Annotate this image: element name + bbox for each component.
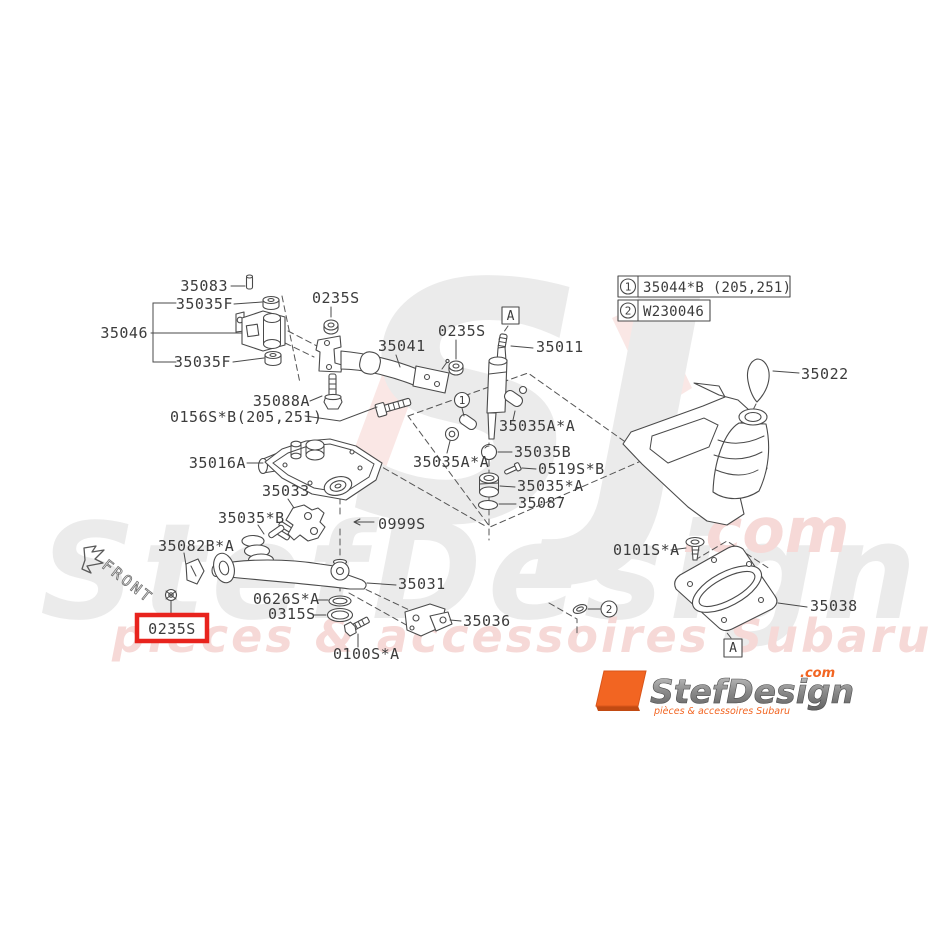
highlighted-part-label: 0235S xyxy=(148,620,196,638)
part-35046-bracket-drawing xyxy=(235,310,286,352)
part-label-35041: 35041 xyxy=(378,337,426,355)
part-label-35022: 35022 xyxy=(801,365,849,383)
part-label-0999s: 0999S xyxy=(378,515,426,533)
part-35035aa-right-bushing-drawing xyxy=(503,385,528,408)
circled-ref-2-number: 2 xyxy=(606,603,613,616)
part-label-35088a: 35088A xyxy=(253,392,310,410)
part-35083-pin-drawing xyxy=(245,274,254,290)
legend-row2-index: 2 xyxy=(625,305,632,318)
part-label-0235s-top: 0235S xyxy=(312,289,360,307)
part-label-35016a: 35016A xyxy=(189,454,246,472)
ref-a-bottom-letter: A xyxy=(729,641,737,656)
part-label-35038: 35038 xyxy=(810,597,858,615)
part-35011-lever-drawing xyxy=(486,333,508,440)
part-35082ba-bushing-drawing xyxy=(185,552,235,585)
part-label-35011: 35011 xyxy=(536,338,584,356)
part-label-35035f-bottom: 35035F xyxy=(174,353,231,371)
legend-row1-code: 35044*B (205,251) xyxy=(643,280,791,296)
part-0519sb-pin-drawing xyxy=(504,462,522,475)
logo-brand: StefDesign xyxy=(650,672,854,711)
front-arrow-icon xyxy=(81,545,105,574)
part-35022-knob-drawing xyxy=(746,358,770,403)
dash-bracket-to-rod xyxy=(284,330,318,358)
watermark-tagline: pièces & accessoires Subaru xyxy=(111,609,931,663)
stefdesign-logo: SJ StefDesign .com pièces & accessoires … xyxy=(532,666,855,717)
watermark-red-band2-icon xyxy=(612,300,692,410)
part-0101sa-screw-drawing xyxy=(685,536,705,561)
logo-icon-shadow xyxy=(596,706,640,711)
circled-ref-1-number: 1 xyxy=(459,394,466,407)
part-35035a-cup-drawing xyxy=(478,472,500,498)
part-label-0101sa: 0101S*A xyxy=(613,541,680,559)
leader-lines xyxy=(150,285,808,648)
legend-row1-index: 1 xyxy=(625,281,632,294)
part-0100sa-bolt-drawing xyxy=(343,616,370,637)
part-label-0100sa: 0100S*A xyxy=(333,645,400,663)
part-0235s-lower-nut-drawing xyxy=(164,588,178,602)
part-35036-bracket-drawing xyxy=(404,603,453,637)
part-label-35082ba: 35082B*A xyxy=(158,537,234,555)
part-label-35083: 35083 xyxy=(180,277,228,295)
part-label-0519sb: 0519S*B xyxy=(538,460,605,478)
part-label-35035aa-right: 35035A*A xyxy=(499,417,575,435)
highlighted-part-callout: 0235S xyxy=(134,612,210,644)
legend-table: 1 35044*B (205,251) 2 W230046 xyxy=(617,275,791,322)
logo-sj-icon xyxy=(595,670,647,707)
dash-ring-ref2 xyxy=(548,602,578,634)
part-label-35031: 35031 xyxy=(398,575,446,593)
part-35035f-top-bushing-drawing xyxy=(262,295,280,311)
part-35035aa-left-bushing-drawing xyxy=(444,413,478,442)
ref-a-top-letter: A xyxy=(507,309,515,324)
part-label-35035aa-left: 35035A*A xyxy=(413,453,489,471)
part-35016a-plate-drawing xyxy=(257,438,383,501)
part-0235s-top-nut-drawing xyxy=(323,319,339,335)
part-0626sa-washer-drawing xyxy=(328,595,352,607)
part-35087-seal-drawing xyxy=(477,499,499,511)
watermark-red-band-icon xyxy=(348,300,448,478)
part-35041-rod-drawing xyxy=(315,335,450,394)
part-labels: 35083 35035F 35046 35035F 0235S 35041 02… xyxy=(100,277,857,663)
legend-row2-code: W230046 xyxy=(643,304,704,320)
highlight-box xyxy=(134,612,210,644)
logo-monogram: SJ xyxy=(532,675,565,706)
part-label-0235s-mid: 0235S xyxy=(438,322,486,340)
part-label-35046: 35046 xyxy=(100,324,148,342)
part-35035b-ball-drawing xyxy=(480,443,498,461)
part-0235s-mid-nut-drawing xyxy=(448,360,464,376)
part-label-0156sb: 0156S*B(205,251) xyxy=(170,408,323,426)
part-35035f-bottom-bushing-drawing xyxy=(264,350,282,367)
part-label-35035b-star: 35035*B xyxy=(218,509,285,527)
dash-plate-edge xyxy=(339,442,488,528)
part-0315s-ring-drawing xyxy=(326,607,354,623)
part-35038-plate-drawing xyxy=(674,545,778,632)
part-label-35035f-top: 35035F xyxy=(176,295,233,313)
part-label-35035b: 35035B xyxy=(514,443,571,461)
dash-console-to-plate xyxy=(694,540,771,570)
logo-tagline: pièces & accessoires Subaru xyxy=(653,706,790,717)
part-console-drawing xyxy=(622,382,770,526)
part-label-0315s: 0315S xyxy=(268,605,316,623)
part-label-35087: 35087 xyxy=(518,494,566,512)
part-label-35036: 35036 xyxy=(463,612,511,630)
circled-ref-1: 1 xyxy=(453,391,471,409)
ref-a-bottom-box: A xyxy=(723,638,743,658)
ref-a-top-box: A xyxy=(501,306,520,325)
part-label-0626sa: 0626S*A xyxy=(253,590,320,608)
logo-com: .com xyxy=(800,666,835,681)
dash-bracket-boundary xyxy=(281,295,301,384)
part-ref2-ring-drawing xyxy=(572,600,618,618)
part-0156sb-bolt-drawing xyxy=(374,397,412,418)
part-35088a-bolt-drawing xyxy=(323,373,343,410)
part-label-35035a-star: 35035*A xyxy=(517,477,584,495)
part-label-35033: 35033 xyxy=(262,482,310,500)
